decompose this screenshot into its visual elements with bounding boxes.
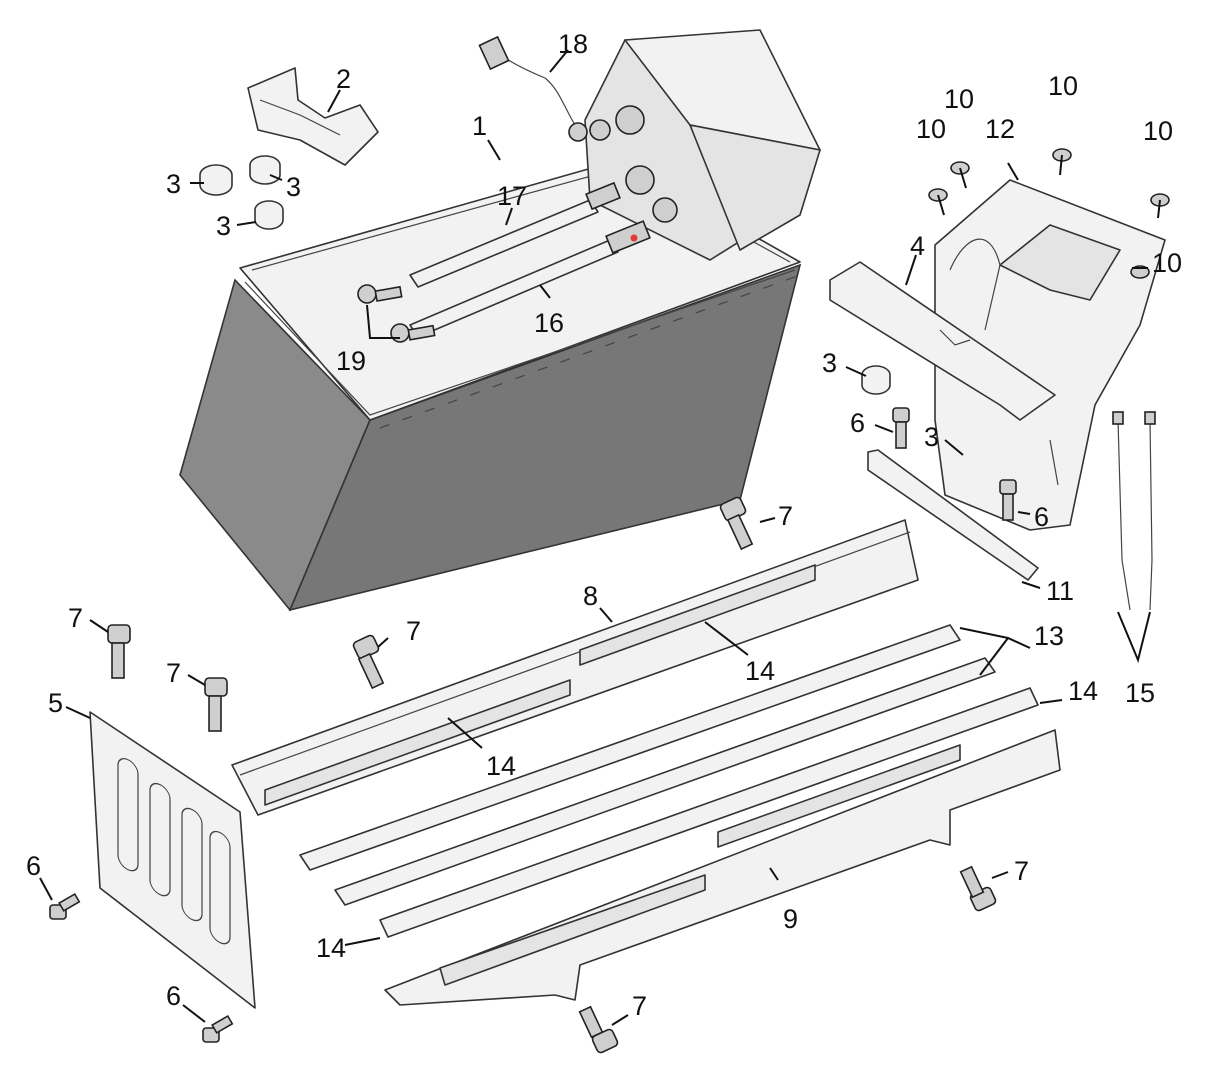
strip-14-lower <box>379 687 1039 938</box>
callout-11: 11 <box>1046 576 1074 606</box>
strips-13 <box>299 624 996 906</box>
callout-7: 7 <box>166 658 181 688</box>
callout-14: 14 <box>745 656 775 686</box>
bracket-2 <box>247 67 379 166</box>
bracket-4 <box>829 261 1056 421</box>
callout-4: 4 <box>910 231 925 261</box>
cable-17 <box>409 181 621 288</box>
callout-6: 6 <box>26 851 41 881</box>
callout-17: 17 <box>497 181 527 211</box>
screws-10 <box>928 148 1170 279</box>
rail-8 <box>231 519 919 816</box>
leader-lines <box>39 49 1151 1026</box>
callout-10: 10 <box>1143 116 1173 146</box>
callout-8: 8 <box>583 581 598 611</box>
callout-10: 10 <box>1048 71 1078 101</box>
bracket-12 <box>934 179 1166 531</box>
callout-6: 6 <box>166 981 181 1011</box>
callout-18: 18 <box>558 29 588 59</box>
callout-2: 2 <box>336 64 351 94</box>
callout-5: 5 <box>48 688 63 718</box>
cable-18 <box>478 35 588 142</box>
callout-1: 1 <box>472 111 487 141</box>
callout-7: 7 <box>778 501 793 531</box>
callout-3: 3 <box>166 169 181 199</box>
callout-6: 6 <box>850 408 865 438</box>
callout-10: 10 <box>1152 248 1182 278</box>
callout-10: 10 <box>944 84 974 114</box>
tie-straps-15 <box>1112 411 1156 611</box>
callout-15: 15 <box>1125 678 1155 708</box>
callout-12: 12 <box>985 114 1015 144</box>
callout-6: 6 <box>1034 502 1049 532</box>
callout-3: 3 <box>822 348 837 378</box>
callout-16: 16 <box>534 308 564 338</box>
callout-14: 14 <box>1068 676 1098 706</box>
callout-7: 7 <box>632 991 647 1021</box>
callout-7: 7 <box>68 603 83 633</box>
callout-numbers: 1 2 3 3 3 3 3 4 5 6 6 6 6 7 7 7 7 7 7 8 … <box>26 29 1182 1021</box>
callout-7: 7 <box>1014 856 1029 886</box>
callout-14: 14 <box>486 751 516 781</box>
callout-3: 3 <box>216 211 231 241</box>
callout-3: 3 <box>924 422 939 452</box>
callout-19: 19 <box>336 346 366 376</box>
callout-7: 7 <box>406 616 421 646</box>
strip-11 <box>867 449 1039 581</box>
bolts-6-7 <box>49 407 1017 1054</box>
bolts-19 <box>357 284 436 343</box>
callout-14: 14 <box>316 933 346 963</box>
red-marker <box>630 234 638 242</box>
callout-3: 3 <box>286 172 301 202</box>
callout-13: 13 <box>1034 621 1064 651</box>
rail-9 <box>384 729 1061 1006</box>
panel-5 <box>89 711 256 1009</box>
callout-9: 9 <box>783 904 798 934</box>
callout-10: 10 <box>916 114 946 144</box>
